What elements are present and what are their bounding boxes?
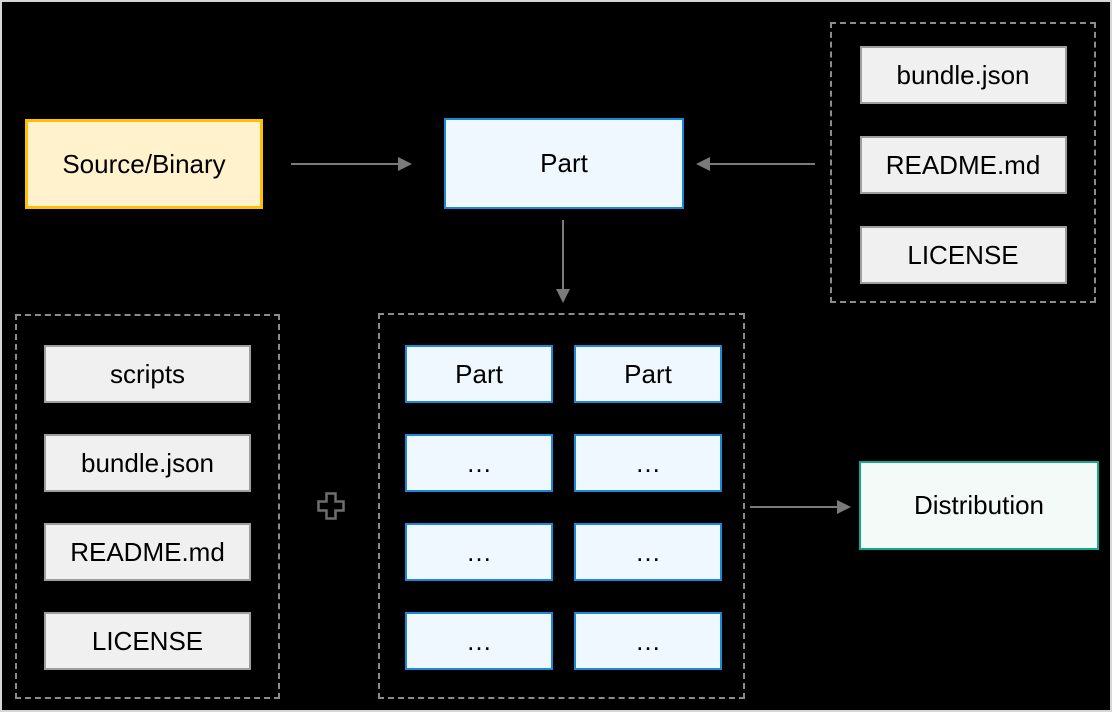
node-distribution-label: Distribution bbox=[913, 490, 1045, 520]
file-box-license: LICENSE bbox=[44, 612, 251, 670]
part-cell: Part bbox=[405, 345, 553, 403]
file-box-bundle-json: bundle.json bbox=[44, 434, 251, 492]
file-box-label: scripts bbox=[109, 358, 186, 389]
arrow-rightgroup-to-part bbox=[696, 157, 815, 171]
arrow-source-to-part bbox=[291, 157, 412, 171]
file-box-label: bundle.json bbox=[81, 447, 214, 478]
group-metadata-files-right: bundle.json README.md LICENSE bbox=[830, 22, 1096, 303]
node-part-label: Part bbox=[540, 148, 588, 178]
part-cell: … bbox=[405, 612, 553, 670]
part-cell: … bbox=[574, 523, 722, 581]
part-cell: … bbox=[574, 434, 722, 492]
part-cell-label: … bbox=[466, 447, 492, 478]
part-cell-label: … bbox=[466, 625, 492, 656]
arrow-part-to-grid bbox=[556, 220, 570, 303]
file-box-license: LICENSE bbox=[859, 226, 1067, 284]
file-box-readme: README.md bbox=[44, 523, 251, 581]
part-cell-label: Part bbox=[624, 358, 672, 389]
part-cell-label: … bbox=[635, 625, 661, 656]
part-cell-label: … bbox=[466, 536, 492, 567]
file-box-label: README.md bbox=[885, 149, 1041, 180]
part-cell: … bbox=[405, 523, 553, 581]
file-box-label: LICENSE bbox=[907, 239, 1019, 270]
part-cell-label: Part bbox=[455, 358, 503, 389]
group-metadata-files-left: scripts bundle.json README.md LICENSE bbox=[15, 314, 280, 699]
node-distribution: Distribution bbox=[859, 461, 1099, 550]
node-source-binary: Source/Binary bbox=[25, 119, 263, 209]
part-cell: Part bbox=[574, 345, 722, 403]
part-cell-label: … bbox=[635, 536, 661, 567]
part-cell: … bbox=[405, 434, 553, 492]
file-box-readme: README.md bbox=[859, 136, 1067, 194]
group-parts-grid: Part Part … … … … … … bbox=[378, 313, 745, 699]
file-box-label: README.md bbox=[70, 536, 225, 567]
plus-icon bbox=[317, 492, 345, 520]
node-source-binary-label: Source/Binary bbox=[62, 148, 226, 179]
node-part: Part bbox=[444, 118, 684, 209]
file-box-bundle-json: bundle.json bbox=[859, 46, 1067, 104]
part-cell: … bbox=[574, 612, 722, 670]
arrow-grid-to-distribution bbox=[750, 500, 851, 514]
part-cell-label: … bbox=[635, 447, 661, 478]
file-box-scripts: scripts bbox=[44, 345, 251, 403]
file-box-label: LICENSE bbox=[91, 625, 204, 656]
file-box-label: bundle.json bbox=[896, 59, 1030, 90]
